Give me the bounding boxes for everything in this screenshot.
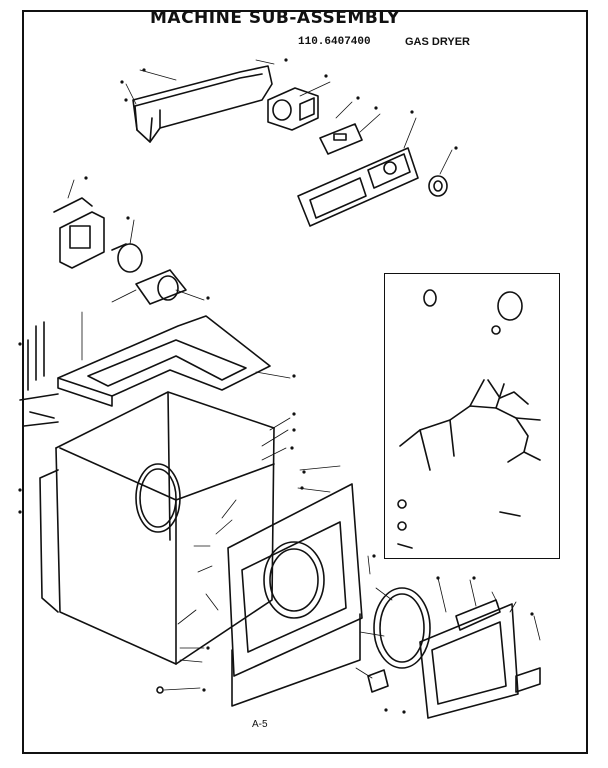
door-hinge-part (367, 669, 389, 693)
timer-knob-part (428, 175, 448, 197)
inset-fasteners-part (397, 499, 521, 549)
control-panel-part (297, 147, 419, 227)
leader-lines (67, 59, 541, 691)
page-number: A-5 (252, 719, 268, 730)
control-switch-part (267, 87, 319, 131)
switch-plate-part (319, 123, 363, 155)
left-hardware-parts (19, 321, 164, 694)
model-number: 110.6407400 (298, 36, 371, 48)
top-rear-bracket-part (132, 65, 273, 143)
cabinet-part (39, 391, 275, 665)
door-part (419, 599, 519, 719)
wiring-harness-part (399, 289, 541, 471)
door-seal-ring-part (373, 587, 431, 669)
product-name: GAS DRYER (405, 36, 470, 48)
blower-housing-part (53, 197, 105, 269)
page-title: MACHINE SUB-ASSEMBLY (150, 8, 400, 28)
exhaust-duct-part (111, 243, 187, 305)
top-panel-part (57, 315, 271, 407)
diagram-frame (22, 10, 588, 754)
wiring-inset-box (384, 273, 560, 559)
door-handle-part (515, 667, 541, 693)
reference-number-marks (18, 58, 534, 714)
front-panel-part (227, 483, 363, 707)
